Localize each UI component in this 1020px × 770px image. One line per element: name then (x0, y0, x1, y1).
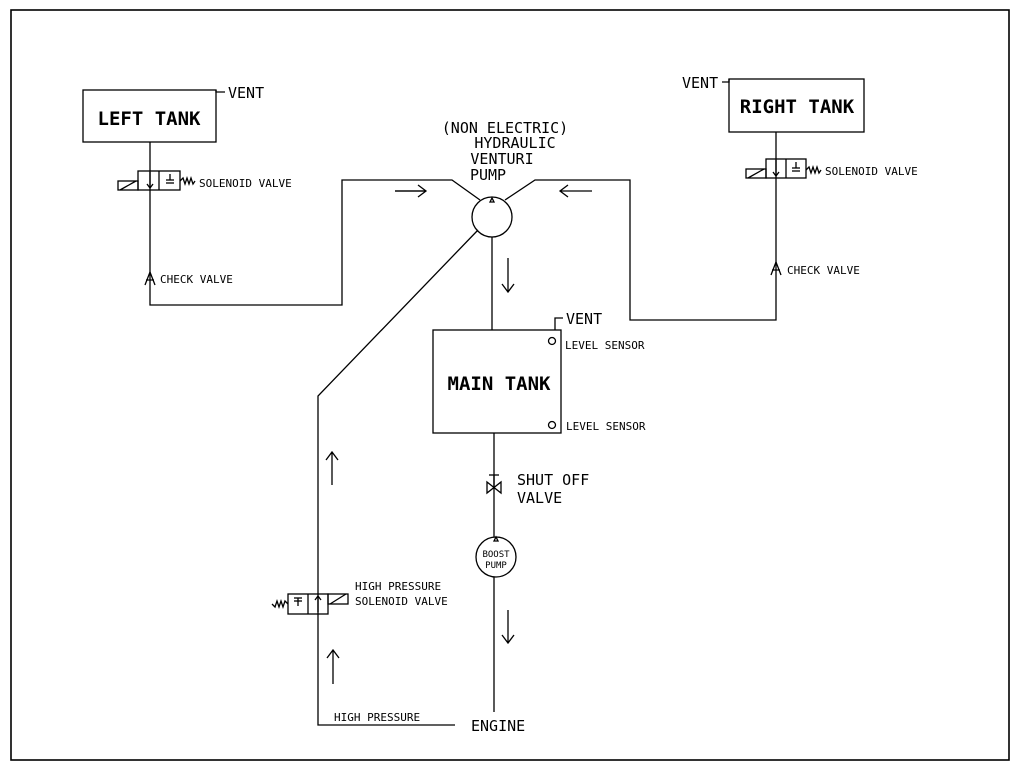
down-flow-arrow-upper (501, 258, 515, 294)
pump-label-line1: (NON ELECTRIC) (442, 119, 568, 137)
left-check-valve (144, 270, 156, 286)
diagram-frame (10, 9, 1010, 761)
pump-label-line2: HYDRAULIC (474, 134, 555, 152)
right-fuel-line (504, 132, 777, 321)
right-vent-label: VENT (682, 74, 718, 92)
right-tank-label: RIGHT TANK (740, 96, 855, 118)
right-solenoid-label: SOLENOID VALVE (825, 165, 918, 178)
right-check-valve (770, 260, 782, 276)
main-tank-label: MAIN TANK (448, 373, 552, 395)
level-sensor-lower-label: LEVEL SENSOR (566, 420, 646, 433)
left-vent-label: VENT (228, 84, 264, 102)
pump-label-line4: PUMP (470, 166, 506, 184)
right-vent: VENT (682, 74, 730, 92)
main-tank: MAIN TANK (432, 329, 562, 434)
hp-solenoid-label-line2: SOLENOID VALVE (355, 595, 448, 608)
hp-solenoid-valve (271, 593, 349, 615)
left-flow-arrow-head (395, 184, 428, 198)
engine-label: ENGINE (471, 717, 525, 735)
level-sensor-lower (547, 420, 557, 430)
left-solenoid-label: SOLENOID VALVE (199, 177, 292, 190)
left-fuel-line (149, 142, 481, 306)
down-flow-arrow-lower (501, 610, 515, 645)
right-solenoid-valve (745, 158, 822, 179)
boost-pump-label-line1: BOOST (482, 550, 510, 560)
high-pressure-line (317, 229, 479, 726)
left-check-label: CHECK VALVE (160, 273, 233, 286)
up-flow-arrow-lower (326, 648, 340, 684)
boost-pump-label-line2: PUMP (485, 561, 507, 571)
left-tank: LEFT TANK (82, 89, 217, 143)
pump-label-line3: VENTURI (470, 150, 533, 168)
right-flow-arrow (558, 184, 592, 198)
left-solenoid-valve (117, 170, 196, 191)
left-tank-label: LEFT TANK (98, 108, 202, 130)
shutoff-label-line1: SHUT OFF (517, 471, 589, 489)
boost-pump: BOOST PUMP (475, 535, 517, 578)
venturi-pump (471, 196, 513, 238)
main-vent-label: VENT (566, 310, 602, 328)
right-check-label: CHECK VALVE (787, 264, 860, 277)
shutoff-label-line2: VALVE (517, 489, 562, 507)
level-sensor-upper-label: LEVEL SENSOR (565, 339, 645, 352)
hp-solenoid-label-line1: HIGH PRESSURE (355, 580, 441, 593)
right-tank: RIGHT TANK (728, 78, 865, 133)
main-vent: VENT (554, 310, 602, 330)
left-vent: VENT (215, 84, 264, 102)
up-flow-arrow-upper (325, 450, 339, 485)
level-sensor-upper (547, 336, 557, 346)
shutoff-valve (486, 474, 502, 495)
high-pressure-label: HIGH PRESSURE (334, 711, 420, 724)
